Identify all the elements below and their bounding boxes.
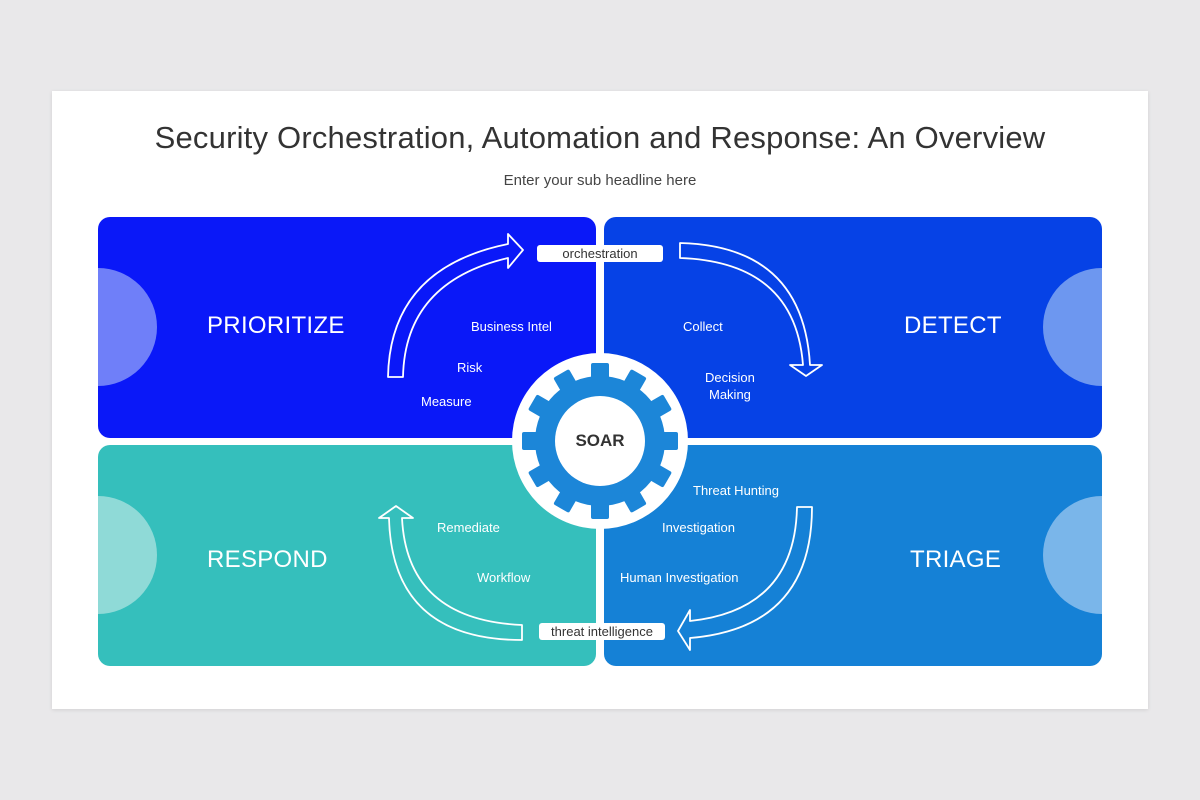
prioritize-step-risk: Risk — [457, 360, 483, 375]
connector-orchestration: orchestration — [537, 245, 663, 262]
soar-gear — [512, 353, 688, 529]
triage-step-human-investigation: Human Investigation — [620, 570, 739, 585]
quadrant-respond: RESPOND Remediate Workflow — [98, 445, 596, 666]
slide-subtitle: Enter your sub headline here — [503, 172, 697, 189]
prioritize-step-measure: Measure — [421, 394, 472, 409]
triage-step-threat-hunting: Threat Hunting — [693, 483, 779, 498]
gear-icon — [512, 353, 688, 529]
respond-step-workflow: Workflow — [477, 570, 531, 585]
soar-label: SOAR — [575, 431, 625, 450]
triage-label: TRIAGE — [910, 546, 1002, 573]
detect-step-collect: Collect — [683, 319, 723, 334]
detect-step-decision: Decision — [705, 370, 755, 385]
triage-step-investigation: Investigation — [662, 520, 735, 535]
prioritize-label: PRIORITIZE — [207, 312, 345, 339]
quadrant-prioritize: PRIORITIZE Business Intel Risk Measure — [98, 217, 596, 438]
slide-title: Security Orchestration, Automation and R… — [154, 120, 1046, 155]
detect-label: DETECT — [904, 312, 1002, 339]
triage-arrow — [677, 506, 813, 651]
quadrant-triage: TRIAGE Threat Hunting Investigation Huma… — [604, 445, 1102, 666]
prioritize-step-business-intel: Business Intel — [471, 319, 552, 334]
quadrant-detect: DETECT Collect Decision Making — [604, 217, 1102, 438]
connector-threat-intelligence: threat intelligence — [539, 623, 665, 640]
detect-step-making: Making — [709, 387, 751, 402]
respond-arrow — [378, 505, 523, 641]
detect-arrow — [679, 242, 823, 377]
respond-label: RESPOND — [207, 546, 328, 573]
prioritize-arrow — [387, 233, 524, 378]
respond-step-remediate: Remediate — [437, 520, 500, 535]
